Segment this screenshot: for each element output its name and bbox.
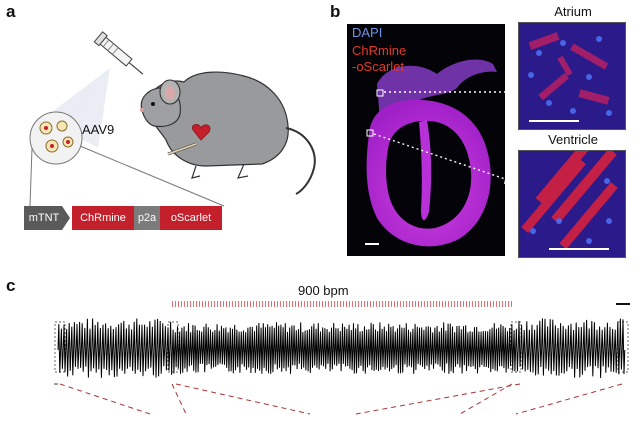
construct-chrmine-block [72, 206, 134, 230]
heart-section-image [347, 24, 505, 256]
vector-label: AAV9 [82, 122, 115, 137]
mouse-injection-illustration [24, 31, 316, 230]
ventricle-inset-image [518, 150, 626, 258]
construct-label-mtnt: mTNT [28, 212, 60, 224]
channel-label-chrmine: ChRmine [352, 43, 407, 58]
ecg-trace [57, 318, 626, 379]
construct-p2a-block [134, 206, 160, 230]
construct-label-chrmine: ChRmine [80, 212, 126, 224]
channel-label-oscarlet: -oScarlet [352, 59, 405, 74]
stimulation-rate-label: 900 bpm [298, 283, 349, 298]
zoom-lines [59, 383, 623, 415]
construct-oscarlet-block [160, 206, 222, 230]
construct-promoter-arrow [24, 206, 70, 230]
aav-particle-circle [29, 111, 83, 165]
inset-title-ventricle: Ventricle [548, 132, 598, 147]
construct-label-p2a: p2a [137, 212, 157, 224]
inset-title-atrium: Atrium [554, 4, 592, 19]
inset-arrows [373, 88, 518, 184]
panel-letter-a: a [6, 2, 16, 21]
syringe-icon [93, 31, 144, 75]
channel-label-dapi: DAPI [352, 25, 383, 40]
panel-letter-b: b [330, 2, 341, 21]
atrium-inset-image [518, 22, 626, 130]
construct-label-oscarlet: oScarlet [170, 212, 212, 224]
aav-particle-icon [39, 120, 74, 153]
ecg-trace-figure [54, 301, 630, 415]
mouse-icon [140, 71, 316, 195]
panel-letter-c: c [6, 276, 16, 295]
